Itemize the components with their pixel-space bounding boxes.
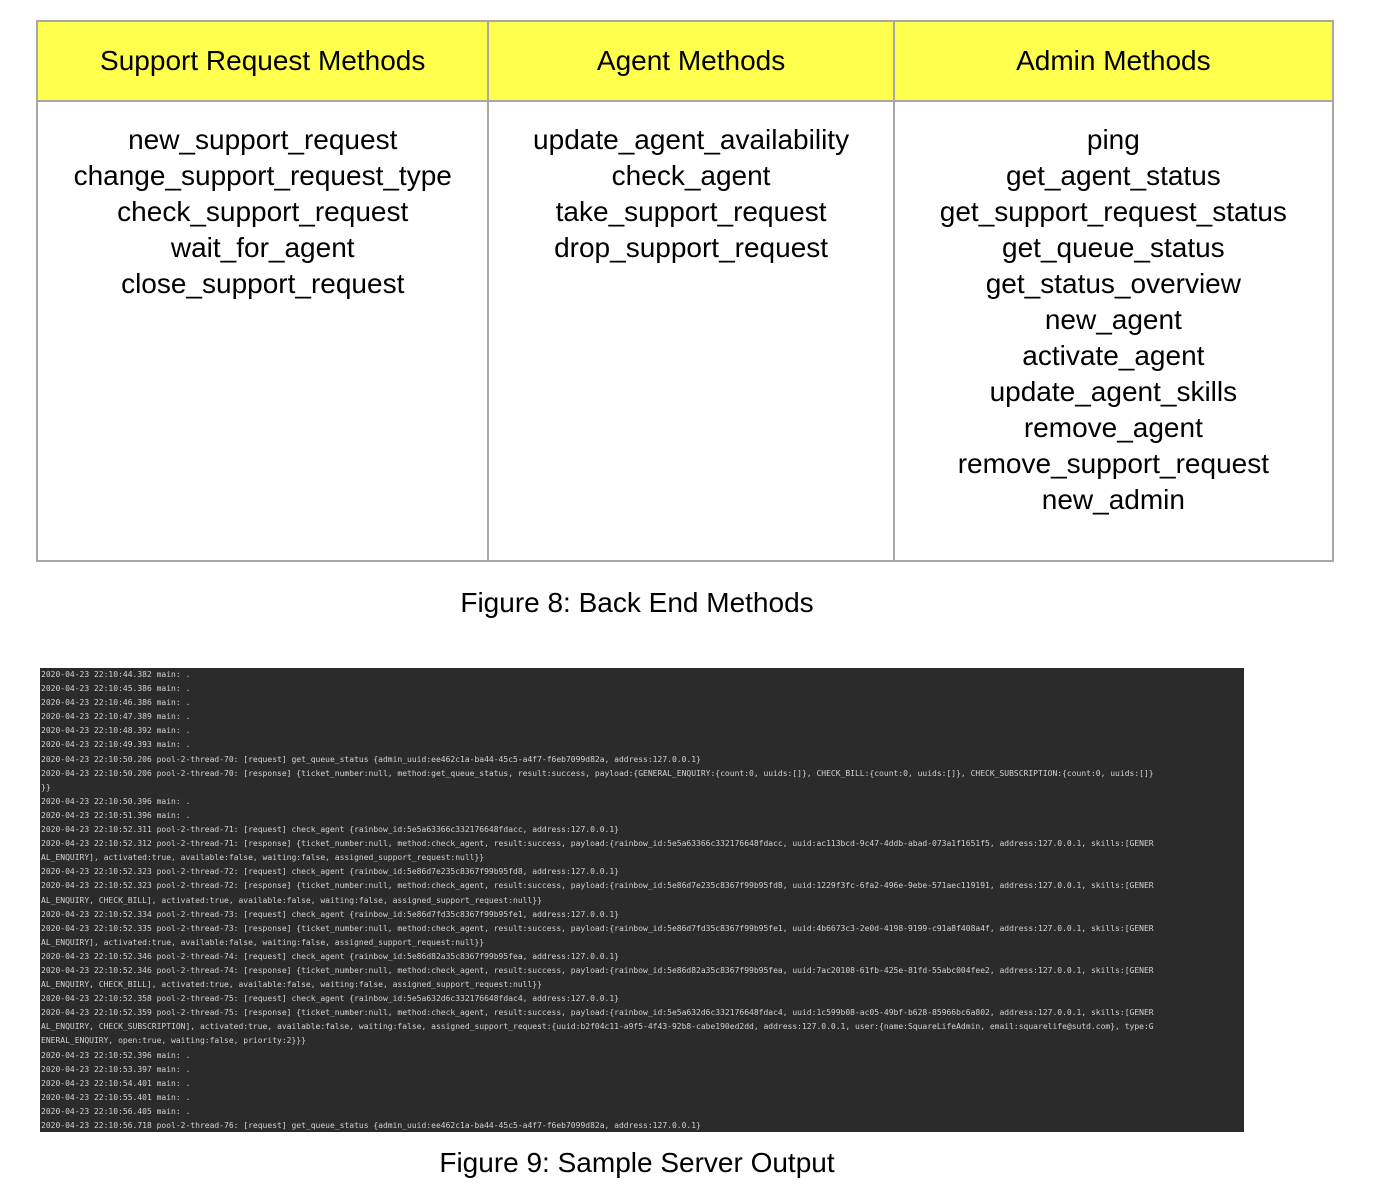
log-line: 2020-04-23 22:10:52.335 pool-2-thread-73… xyxy=(41,923,1154,933)
log-line: 2020-04-23 22:10:52.346 pool-2-thread-74… xyxy=(41,965,1154,975)
figure-8-caption: Figure 8: Back End Methods xyxy=(460,587,814,618)
log-line: 2020-04-23 22:10:50.206 pool-2-thread-70… xyxy=(41,754,701,764)
log-line: 2020-04-23 22:10:45.386 main: . xyxy=(41,684,191,694)
method-name: update_agent_skills xyxy=(989,376,1238,407)
method-name: new_support_request xyxy=(128,124,398,155)
header-support-request-methods: Support Request Methods xyxy=(35,20,490,102)
table-row: new_support_request change_support_reque… xyxy=(35,100,1335,562)
method-name: remove_support_request xyxy=(957,448,1269,479)
log-line: 2020-04-23 22:10:44.382 main: . xyxy=(41,670,191,679)
method-name: activate_agent xyxy=(1022,340,1205,371)
method-name: check_support_request xyxy=(117,196,409,227)
figure-9-caption: Figure 9: Sample Server Output xyxy=(439,1147,835,1178)
agent-methods-cell: update_agent_availability check_agent ta… xyxy=(487,100,895,562)
log-line: }} xyxy=(41,782,51,792)
support-request-methods-cell: new_support_request change_support_reque… xyxy=(35,100,490,562)
method-name: wait_for_agent xyxy=(170,232,355,263)
method-name: close_support_request xyxy=(121,268,405,299)
log-line: 2020-04-23 22:10:53.397 main: . xyxy=(41,1064,191,1074)
method-name: new_admin xyxy=(1041,484,1185,515)
log-line: 2020-04-23 22:10:50.206 pool-2-thread-70… xyxy=(41,768,1154,778)
methods-table: Support Request Methods Agent Methods Ad… xyxy=(35,20,1335,562)
log-line: AL_ENQUIRY, CHECK_SUBSCRIPTION], activat… xyxy=(41,1022,1154,1032)
log-line: 2020-04-23 22:10:52.359 pool-2-thread-75… xyxy=(41,1008,1154,1018)
log-line: 2020-04-23 22:10:52.346 pool-2-thread-74… xyxy=(41,951,619,961)
method-name: remove_agent xyxy=(1023,412,1203,443)
log-line: ENERAL_ENQUIRY, open:true, waiting:false… xyxy=(41,1036,306,1046)
log-line: 2020-04-23 22:10:56.405 main: . xyxy=(41,1106,191,1116)
log-line: 2020-04-23 22:10:52.323 pool-2-thread-72… xyxy=(41,881,1154,891)
log-line: AL_ENQUIRY], activated:true, available:f… xyxy=(41,853,485,863)
log-line: 2020-04-23 22:10:52.311 pool-2-thread-71… xyxy=(41,825,619,835)
header-agent-methods: Agent Methods xyxy=(487,20,895,102)
admin-methods-cell: ping get_agent_status get_support_reques… xyxy=(892,100,1335,562)
log-line: 2020-04-23 22:10:55.401 main: . xyxy=(41,1092,191,1102)
log-line: 2020-04-23 22:10:56.718 pool-2-thread-76… xyxy=(41,1121,701,1130)
log-line: 2020-04-23 22:10:52.312 pool-2-thread-71… xyxy=(41,839,1154,849)
log-line: AL_ENQUIRY, CHECK_BILL], activated:true,… xyxy=(41,980,542,990)
log-line: 2020-04-23 22:10:52.358 pool-2-thread-75… xyxy=(41,994,619,1004)
log-line: 2020-04-23 22:10:51.396 main: . xyxy=(41,810,191,820)
method-name: drop_support_request xyxy=(554,232,829,263)
method-name: get_agent_status xyxy=(1005,160,1221,191)
method-name: get_queue_status xyxy=(1002,232,1225,263)
log-line: 2020-04-23 22:10:52.334 pool-2-thread-73… xyxy=(41,909,619,919)
log-line: 2020-04-23 22:10:50.396 main: . xyxy=(41,796,191,806)
method-name: new_agent xyxy=(1044,304,1182,335)
log-line: 2020-04-23 22:10:46.386 main: . xyxy=(41,698,191,708)
method-name: get_status_overview xyxy=(985,268,1241,299)
method-name: ping xyxy=(1086,124,1140,155)
log-line: 2020-04-23 22:10:47.389 main: . xyxy=(41,712,191,722)
method-name: get_support_request_status xyxy=(939,196,1287,227)
log-line: 2020-04-23 22:10:49.393 main: . xyxy=(41,740,191,750)
method-name: take_support_request xyxy=(555,196,827,227)
method-name: update_agent_availability xyxy=(533,124,850,155)
log-line: 2020-04-23 22:10:54.401 main: . xyxy=(41,1078,191,1088)
log-line: AL_ENQUIRY, CHECK_BILL], activated:true,… xyxy=(41,895,542,905)
log-line: 2020-04-23 22:10:52.396 main: . xyxy=(41,1050,191,1060)
server-output-terminal: 2020-04-23 22:10:44.382 main: . 2020-04-… xyxy=(40,668,1244,1132)
log-line: 2020-04-23 22:10:52.323 pool-2-thread-72… xyxy=(41,867,619,877)
method-name: check_agent xyxy=(611,160,771,191)
log-line: AL_ENQUIRY], activated:true, available:f… xyxy=(41,937,485,947)
header-admin-methods: Admin Methods xyxy=(892,20,1335,102)
table-header-row: Support Request Methods Agent Methods Ad… xyxy=(35,20,1335,102)
log-line: 2020-04-23 22:10:48.392 main: . xyxy=(41,726,191,736)
method-name: change_support_request_type xyxy=(73,160,452,191)
